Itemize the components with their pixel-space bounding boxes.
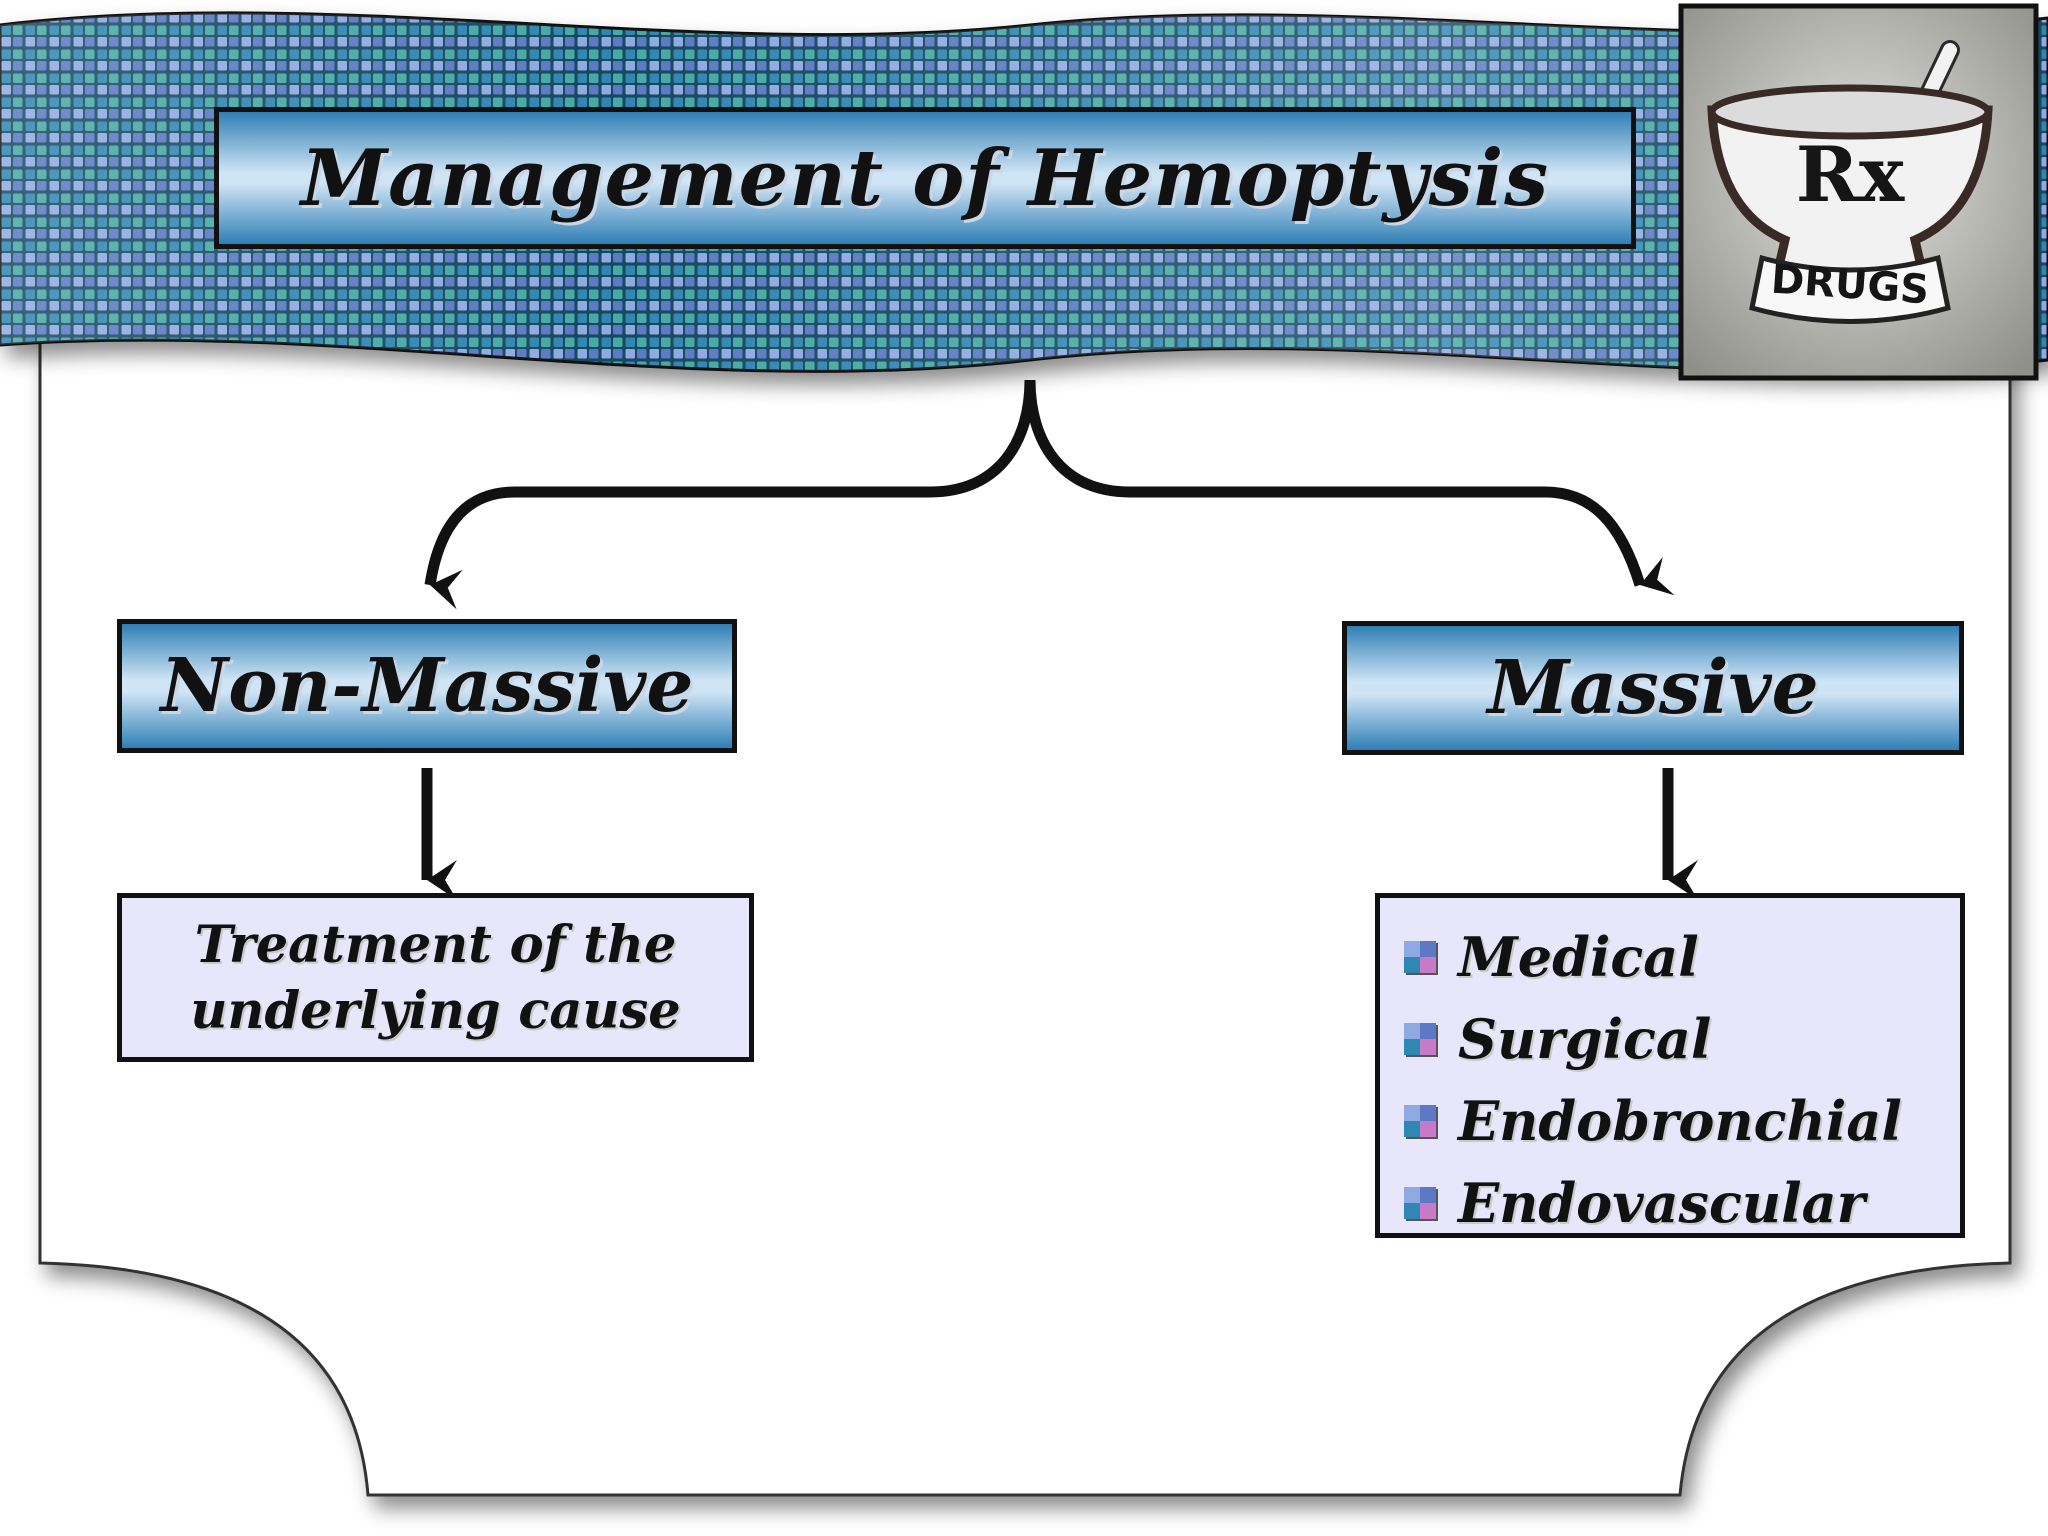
option-surgical: Surgical xyxy=(1458,1007,1712,1071)
square-bullet-icon xyxy=(1404,1105,1436,1137)
rx-drugs-photo xyxy=(1678,3,2039,381)
branch-connector-left xyxy=(424,379,1036,610)
massive-options-box: Medical Surgical Endobronchial Endovascu… xyxy=(1375,893,1965,1238)
treatment-box: Treatment of the underlying cause xyxy=(117,893,754,1062)
massive-label: Massive xyxy=(1487,645,1819,731)
list-item: Endobronchial xyxy=(1404,1080,1960,1162)
list-item: Surgical xyxy=(1404,998,1960,1080)
branch-connector-right xyxy=(1024,379,1675,596)
non-massive-label: Non-Massive xyxy=(160,643,694,729)
page-title: Management of Hemoptysis xyxy=(300,132,1550,224)
rx-symbol: Rx xyxy=(1795,130,1905,219)
treatment-text: Treatment of the underlying cause xyxy=(190,914,681,1041)
square-bullet-icon xyxy=(1404,1023,1436,1055)
title-box: Management of Hemoptysis xyxy=(214,107,1636,249)
non-massive-box: Non-Massive xyxy=(117,619,737,753)
square-bullet-icon xyxy=(1404,1187,1436,1219)
square-bullet-icon xyxy=(1404,941,1436,973)
option-endobronchial: Endobronchial xyxy=(1458,1089,1902,1153)
massive-box: Massive xyxy=(1342,621,1964,755)
massive-options-list: Medical Surgical Endobronchial Endovascu… xyxy=(1404,916,1960,1244)
option-endovascular: Endovascular xyxy=(1458,1171,1866,1235)
option-medical: Medical xyxy=(1458,925,1699,989)
list-item: Endovascular xyxy=(1404,1162,1960,1244)
list-item: Medical xyxy=(1404,916,1960,998)
